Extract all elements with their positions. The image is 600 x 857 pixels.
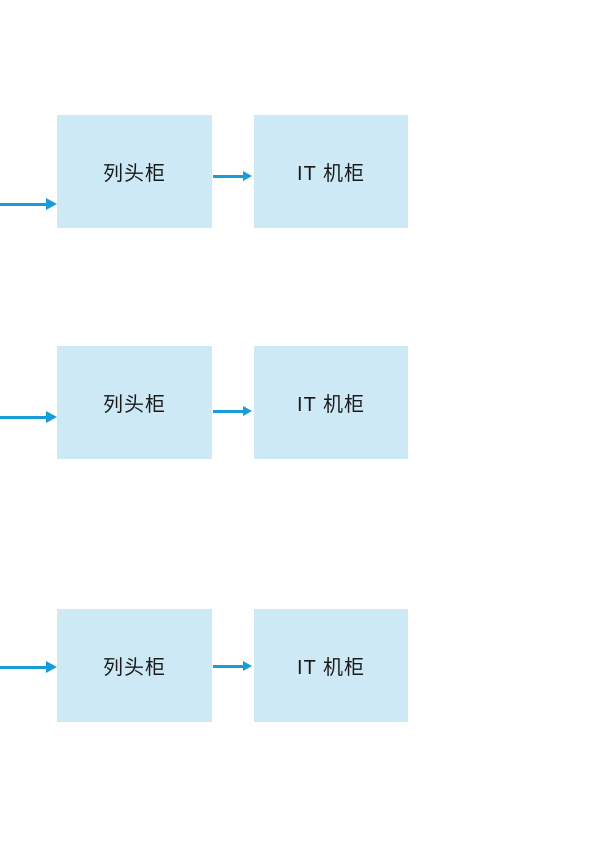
connector-arrow-icon <box>213 660 252 672</box>
flow-row-1: 列头柜 IT 机柜 <box>0 115 600 228</box>
target-box: IT 机柜 <box>254 346 408 459</box>
arrow-head-icon <box>243 406 252 416</box>
source-box: 列头柜 <box>57 609 212 722</box>
arrow-shaft <box>0 202 46 206</box>
connector-arrow-icon <box>213 405 252 417</box>
source-box-label: 列头柜 <box>103 657 166 679</box>
inbound-arrow-icon <box>0 198 57 210</box>
flow-row-3: 列头柜 IT 机柜 <box>0 609 600 722</box>
arrow-shaft <box>213 664 243 668</box>
source-box: 列头柜 <box>57 115 212 228</box>
arrow-shaft <box>213 409 243 413</box>
arrow-head-icon <box>46 411 57 423</box>
arrow-shaft <box>213 174 243 178</box>
inbound-arrow-icon <box>0 661 57 673</box>
source-box: 列头柜 <box>57 346 212 459</box>
arrow-shaft <box>0 415 46 419</box>
connector-arrow-icon <box>213 170 252 182</box>
source-box-label: 列头柜 <box>103 163 166 185</box>
arrow-head-icon <box>243 171 252 181</box>
flow-row-2: 列头柜 IT 机柜 <box>0 346 600 459</box>
target-box: IT 机柜 <box>254 115 408 228</box>
source-box-label: 列头柜 <box>103 394 166 416</box>
arrow-shaft <box>0 665 46 669</box>
arrow-head-icon <box>46 198 57 210</box>
target-box-label: IT 机柜 <box>297 394 365 416</box>
target-box-label: IT 机柜 <box>297 657 365 679</box>
arrow-head-icon <box>243 661 252 671</box>
target-box-label: IT 机柜 <box>297 163 365 185</box>
inbound-arrow-icon <box>0 411 57 423</box>
arrow-head-icon <box>46 661 57 673</box>
target-box: IT 机柜 <box>254 609 408 722</box>
